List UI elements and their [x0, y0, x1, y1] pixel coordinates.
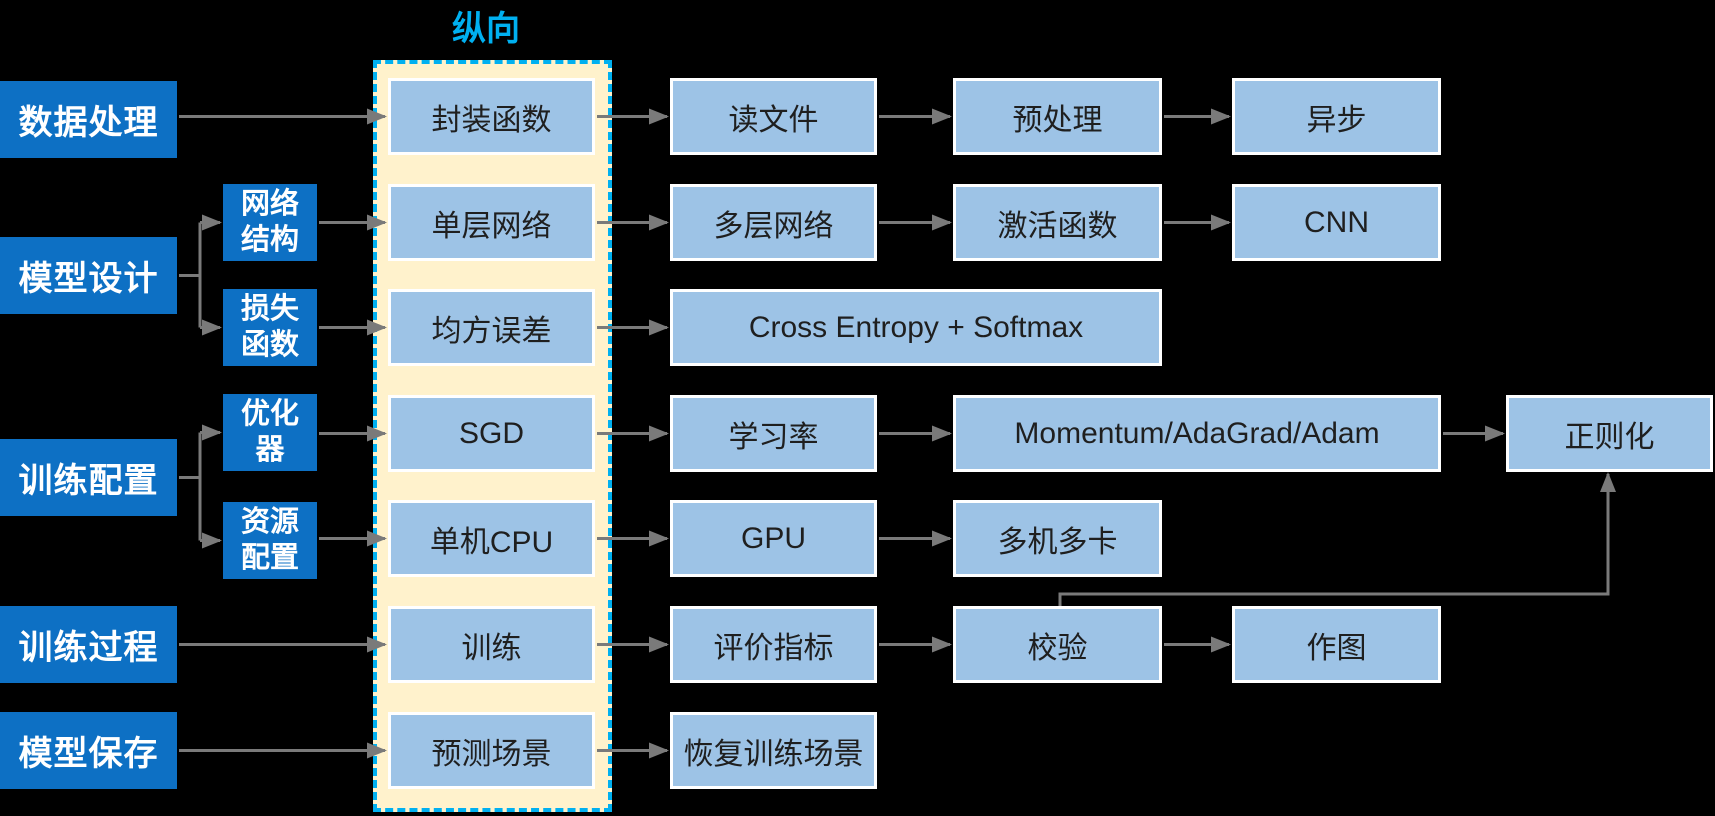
node-training-process: 训练过程: [0, 606, 177, 683]
node-training: 训练: [388, 606, 595, 683]
node-single-machine-cpu: 单机CPU: [388, 500, 595, 577]
node-model-save: 模型保存: [0, 712, 177, 789]
node-network-structure: 网络 结构: [223, 184, 317, 261]
node-sgd: SGD: [388, 395, 595, 472]
node-single-layer-network: 单层网络: [388, 184, 595, 261]
node-model-design: 模型设计: [0, 237, 177, 314]
vertical-scope-label: 纵向: [452, 10, 520, 48]
node-regularization: 正则化: [1506, 395, 1713, 472]
node-plotting: 作图: [1232, 606, 1441, 683]
node-evaluation-metrics: 评价指标: [670, 606, 877, 683]
node-momentum-adagrad-adam: Momentum/AdaGrad/Adam: [953, 395, 1441, 472]
node-loss-function: 损失 函数: [223, 289, 317, 366]
node-multi-layer-network: 多层网络: [670, 184, 877, 261]
node-validation: 校验: [953, 606, 1162, 683]
node-resource-config: 资源 配置: [223, 502, 317, 579]
node-cnn: CNN: [1232, 184, 1441, 261]
branch-training-config: [179, 432, 202, 541]
node-cross-entropy-softmax: Cross Entropy + Softmax: [670, 289, 1162, 366]
node-activation-function: 激活函数: [953, 184, 1162, 261]
node-async: 异步: [1232, 78, 1441, 155]
node-gpu: GPU: [670, 500, 877, 577]
node-preprocess: 预处理: [953, 78, 1162, 155]
node-training-config: 训练配置: [0, 439, 177, 516]
node-prediction-scenario: 预测场景: [388, 712, 595, 789]
node-multi-machine-multi-card: 多机多卡: [953, 500, 1162, 577]
node-learning-rate: 学习率: [670, 395, 877, 472]
node-optimizer: 优化 器: [223, 394, 317, 471]
node-mse: 均方误差: [388, 289, 595, 366]
edge-validation-to-regularization: [1058, 472, 1616, 606]
node-read-file: 读文件: [670, 78, 877, 155]
branch-model-design: [179, 222, 202, 328]
node-data-processing: 数据处理: [0, 81, 177, 158]
node-resume-training-scenario: 恢复训练场景: [670, 712, 877, 789]
node-wrap-function: 封装函数: [388, 78, 595, 155]
